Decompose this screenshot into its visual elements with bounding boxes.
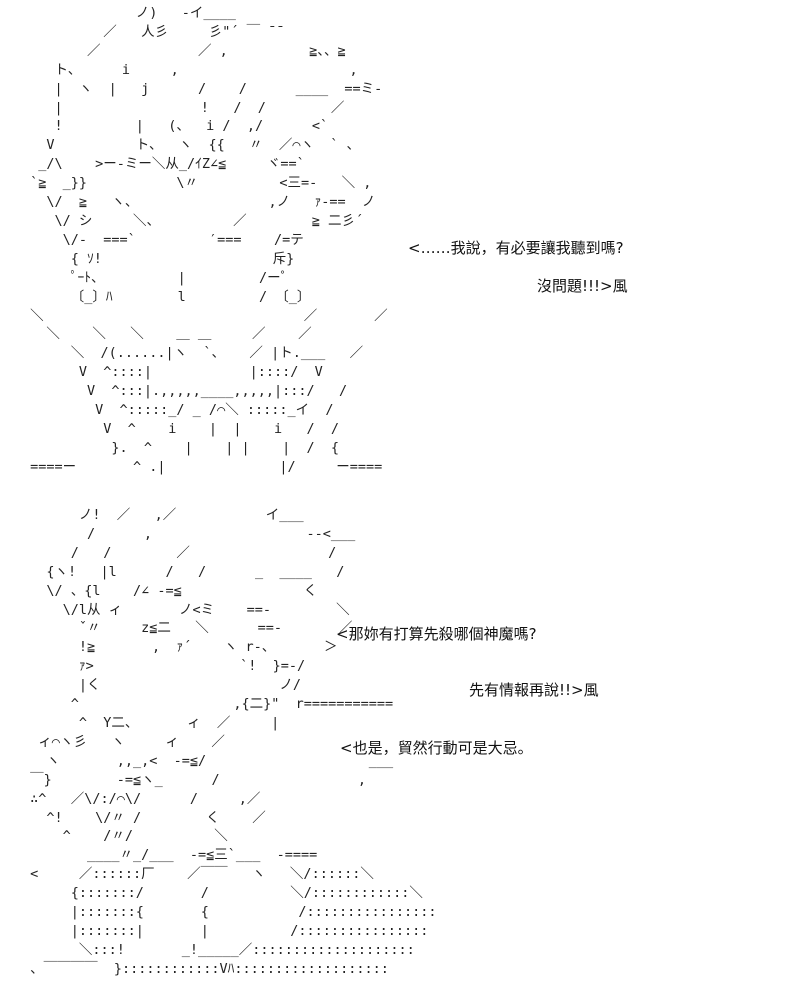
dialogue-line-2: 沒問題!!!>風 [537, 277, 628, 295]
dialogue-line-4: 先有情報再說!!>風 [469, 681, 599, 699]
dialogue-line-5: <也是，貿然行動可是大忌。 [340, 739, 533, 757]
ascii-art-upper: ノ) -イ____ ／ 人彡 彡"´ ￣ ¯¯ ／ ／ , ≧、、≧ ト、 i … [30, 5, 388, 475]
dialogue-line-3: <那妳有打算先殺哪個神魔嗎? [336, 625, 537, 643]
ascii-art-lower: ノ! ／ ,／ イ___ / , --<___ / / ／ / {ヽ! |l /… [30, 507, 437, 977]
dialogue-line-1: <……我說，有必要讓我聽到嗎? [408, 239, 624, 257]
